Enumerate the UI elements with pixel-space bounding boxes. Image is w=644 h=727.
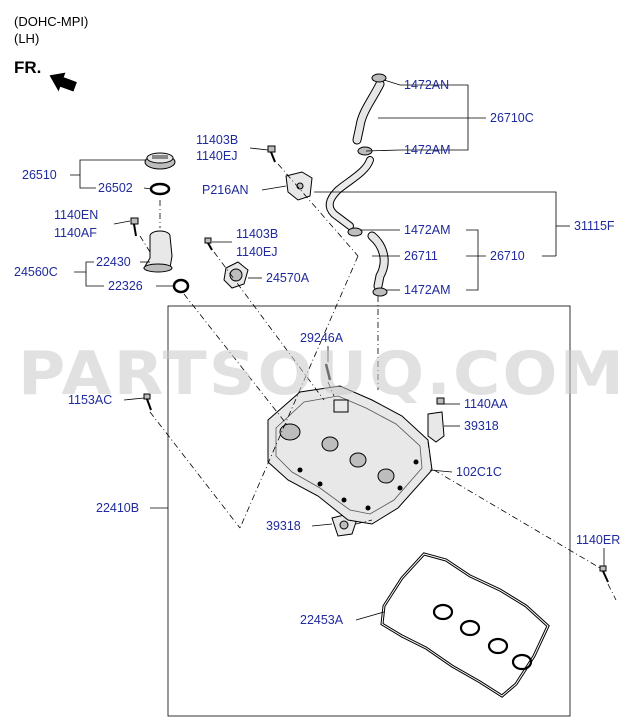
label-39318-upper: 39318	[464, 419, 499, 433]
label-39318-lower: 39318	[266, 519, 301, 533]
label-22453a: 22453A	[300, 613, 344, 627]
side-text: (LH)	[14, 31, 40, 46]
part-labels: 1472AN 26710C 1472AM 11403B 1140EJ P216A…	[14, 78, 620, 627]
dash-lines	[139, 163, 617, 601]
label-24570a: 24570A	[266, 271, 310, 285]
label-1472am-upper: 1472AM	[404, 143, 451, 157]
engine-type-text: (DOHC-MPI)	[14, 14, 89, 29]
sensor-39318-upper-icon	[427, 397, 445, 443]
label-1140ej-upper: 1140EJ	[196, 149, 237, 163]
cylinder-head-cover-icon	[267, 385, 433, 525]
label-26502: 26502	[98, 181, 133, 195]
label-1140er: 1140ER	[576, 533, 620, 547]
leader-lines	[70, 79, 605, 621]
cover-gasket-icon	[380, 552, 550, 698]
label-31115f: 31115F	[574, 219, 615, 233]
stud-29246a-icon	[324, 363, 332, 381]
label-1472an: 1472AN	[404, 78, 449, 92]
label-22326: 22326	[108, 279, 143, 293]
label-1472am-middle: 1472AM	[404, 223, 451, 237]
cap-gasket-icon	[149, 182, 171, 196]
label-22410b: 22410B	[96, 501, 139, 515]
label-1140af: 1140AF	[54, 226, 97, 240]
front-direction-text: FR.	[14, 58, 42, 77]
oil-filler-cap-icon	[144, 152, 176, 170]
label-29246a: 29246A	[300, 331, 344, 345]
bolt-11403b-upper-icon	[267, 145, 276, 163]
label-26710: 26710	[490, 249, 525, 263]
label-1153ac: 1153AC	[68, 393, 112, 407]
sensor-plate-icon	[223, 261, 249, 289]
hose-26711-icon	[347, 227, 389, 297]
bolt-1140en-icon	[130, 217, 139, 237]
assembly-frame	[167, 305, 571, 717]
label-1140aa: 1140AA	[464, 397, 508, 411]
label-26711: 26711	[404, 249, 438, 263]
label-1472am-lower: 1472AM	[404, 283, 451, 297]
bolt-1153ac-icon	[143, 393, 152, 411]
o-ring-icon	[172, 278, 190, 294]
label-11403b-lower: 11403B	[236, 227, 278, 241]
label-1140en: 1140EN	[54, 208, 98, 222]
hose-26710c-icon	[352, 73, 387, 156]
filler-neck-icon	[143, 230, 173, 273]
watermark-text: PARTSOUQ.COM	[18, 339, 626, 409]
breather-pipe-icon	[325, 156, 374, 230]
label-102c1c: 102C1C	[456, 465, 502, 479]
bolt-11403b-lower-icon	[204, 237, 213, 251]
label-24560c: 24560C	[14, 265, 58, 279]
label-26510: 26510	[22, 168, 57, 182]
bolt-1140er-icon	[599, 565, 609, 583]
label-1140ej-lower: 1140EJ	[236, 245, 277, 259]
front-arrow-icon	[49, 72, 77, 92]
label-11403b-upper: 11403B	[196, 133, 238, 147]
label-22430: 22430	[96, 255, 131, 269]
label-26710c: 26710C	[490, 111, 534, 125]
label-p216an: P216AN	[202, 183, 249, 197]
bracket-p216an-icon	[285, 171, 313, 201]
